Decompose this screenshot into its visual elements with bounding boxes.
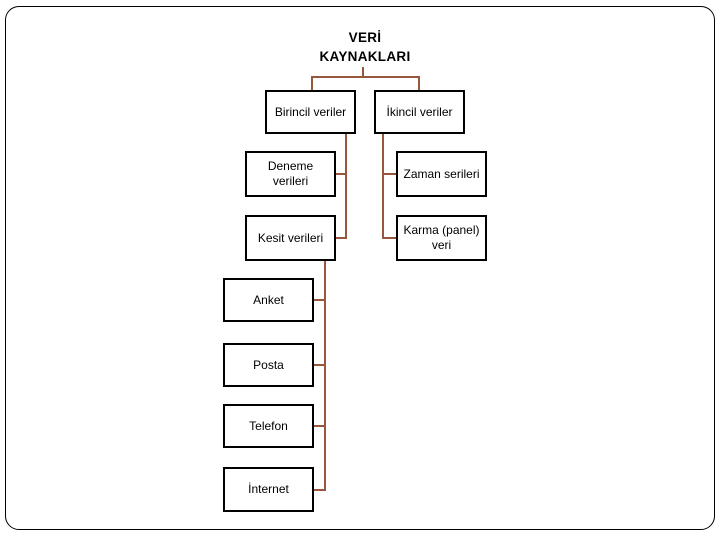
node-internet-label: İnternet	[248, 482, 289, 496]
node-zaman-serileri[interactable]: Zaman serileri	[396, 151, 487, 197]
connector-ikincil-spine	[382, 132, 384, 239]
node-kesit-verileri[interactable]: Kesit verileri	[245, 215, 336, 261]
connector-root-to-ikincil	[418, 76, 420, 91]
connector-birincil-spine	[345, 132, 347, 239]
node-anket-label: Anket	[253, 292, 284, 307]
connector-root-stem	[362, 67, 364, 77]
connector-root-bus	[311, 76, 420, 78]
connector-spine-to-kesit	[334, 237, 346, 239]
node-zaman-serileri-label: Zaman serileri	[403, 166, 480, 181]
node-birincil-veriler-label: Birincil veriler	[274, 104, 347, 119]
node-anket[interactable]: Anket	[223, 278, 314, 322]
node-kesit-verileri-label: Kesit verileri	[257, 230, 324, 245]
connector-spine-to-internet	[312, 489, 325, 491]
node-posta-label: Posta	[253, 357, 284, 372]
node-telefon[interactable]: Telefon	[223, 404, 314, 448]
node-deneme-verileri[interactable]: Deneme verileri	[245, 151, 336, 197]
node-telefon-label: Telefon	[249, 418, 288, 433]
connector-spine-to-deneme	[334, 173, 346, 175]
connector-spine-to-anket	[312, 299, 325, 301]
connector-kesit-spine	[324, 259, 326, 491]
node-birincil-veriler[interactable]: Birincil veriler	[265, 90, 356, 134]
connector-root-to-birincil	[311, 76, 313, 91]
diagram-title: VERİ KAYNAKLARI	[319, 30, 411, 64]
node-ikincil-veriler-label: İkincil veriler	[386, 104, 453, 119]
node-posta[interactable]: Posta	[223, 343, 314, 387]
connector-spine-to-zaman	[383, 173, 396, 175]
node-karma-panel-veri-label: Karma (panel) veri	[403, 223, 480, 252]
node-deneme-verileri-label: Deneme verileri	[267, 159, 314, 188]
node-internet[interactable]: İnternet	[223, 467, 314, 512]
node-ikincil-veriler[interactable]: İkincil veriler	[374, 90, 465, 134]
node-karma-panel-veri[interactable]: Karma (panel) veri	[396, 215, 487, 261]
slide-border-frame	[5, 6, 715, 530]
connector-spine-to-telefon	[312, 425, 325, 427]
connector-spine-to-karma	[383, 237, 396, 239]
connector-spine-to-posta	[312, 364, 325, 366]
